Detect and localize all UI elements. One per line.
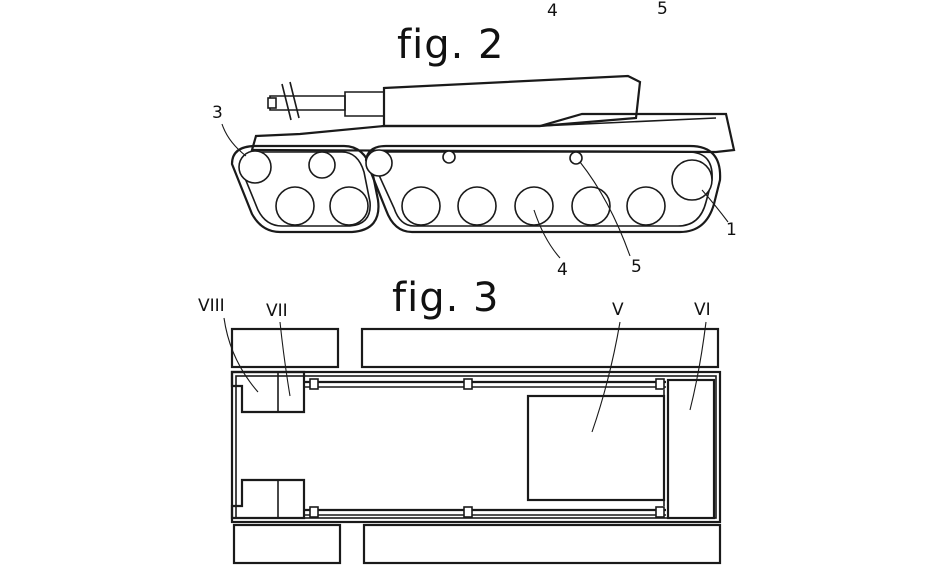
block-vi (666, 378, 716, 520)
small-roller (569, 151, 583, 165)
drive-shaft-top (304, 378, 666, 390)
label-4: 4 (557, 260, 568, 280)
track-strip (360, 327, 720, 369)
hull (250, 112, 736, 154)
hull-outline (230, 370, 722, 524)
label-vii: VII (266, 301, 288, 321)
road-wheel (275, 186, 315, 226)
track-strip (362, 523, 722, 565)
fig-2-title: fig. 2 (397, 22, 504, 68)
idler-sprocket (238, 150, 272, 184)
tank-side-view (230, 74, 736, 234)
road-wheel (457, 186, 497, 226)
label-1: 1 (726, 220, 737, 240)
top-label-4: 4 (547, 1, 558, 21)
label-3: 3 (212, 103, 223, 123)
road-wheel (514, 186, 554, 226)
unit-viii-top (230, 370, 306, 414)
tank-plan-view (230, 327, 722, 565)
road-wheel (329, 186, 369, 226)
turret (382, 74, 642, 128)
fig-3-title: fig. 3 (392, 275, 499, 321)
small-roller (442, 150, 456, 164)
label-viii: VIII (198, 296, 225, 316)
label-vi: VI (694, 300, 711, 320)
gun-barrel (267, 81, 385, 121)
block-v (526, 394, 666, 502)
unit-viii-bottom (230, 478, 306, 520)
support-roller (365, 149, 393, 177)
road-wheel (626, 186, 666, 226)
road-wheel (571, 186, 611, 226)
left-track (230, 144, 380, 234)
top-label-5: 5 (657, 0, 668, 19)
support-roller (308, 151, 336, 179)
label-v: V (612, 300, 624, 320)
road-wheel (401, 186, 441, 226)
drive-shaft-bottom (304, 506, 666, 518)
right-track (364, 144, 722, 234)
label-5: 5 (631, 257, 642, 277)
track-strip (232, 523, 342, 565)
